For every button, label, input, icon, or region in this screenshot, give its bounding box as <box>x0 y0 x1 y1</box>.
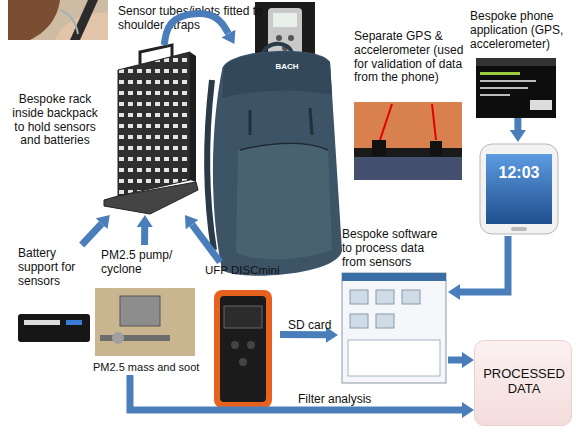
caption-text: BACH <box>267 62 307 71</box>
flow-arrow <box>192 225 220 262</box>
app-line <box>480 72 520 75</box>
caption-text: Bespoke rack inside backpack to hold sen… <box>12 93 98 148</box>
photo-panel: Bespoke rack inside backpack to hold sen… <box>12 45 200 215</box>
flow-arrow <box>460 236 508 292</box>
caption-text: 12:03 <box>480 164 558 182</box>
shirt <box>354 102 462 150</box>
backpack-body <box>213 51 342 276</box>
software-window <box>342 273 446 383</box>
caption-text: PM2.5 pump/ cyclone <box>101 249 181 277</box>
software-icon <box>402 290 420 304</box>
flow-arrow <box>82 224 102 245</box>
device-button <box>288 35 294 41</box>
backpack-zip <box>240 143 328 150</box>
software-icon <box>376 290 394 304</box>
flow-arrow <box>130 375 462 410</box>
hair <box>8 0 60 40</box>
belt <box>354 148 462 157</box>
battery-label <box>24 320 60 325</box>
app-bar <box>476 58 556 66</box>
flow-arrow <box>280 331 326 338</box>
sensor-device <box>268 8 302 58</box>
photo-panel: Bespoke software to process data from se… <box>338 228 448 386</box>
photo-panel: BACH <box>205 44 345 285</box>
caption-text: PM2.5 mass and soot <box>93 361 205 374</box>
window-title-bar <box>342 273 446 281</box>
rack-base <box>104 182 198 214</box>
photo-panel: Separate GPS & accelerometer (used for v… <box>352 30 464 182</box>
app-button <box>530 100 552 110</box>
jeans <box>354 156 462 180</box>
photo-panel: Battery support for sensors <box>12 245 94 347</box>
software-icon <box>376 314 394 328</box>
caption-text: Bespoke phone application (GPS, accelero… <box>470 10 574 51</box>
photo-panel: Sensor tubes/inlets fitted to shoulder s… <box>8 0 293 42</box>
device-screen <box>273 13 297 27</box>
phone-body <box>480 144 558 234</box>
edge-label: Filter analysis <box>298 392 371 406</box>
discmini-face <box>220 296 266 402</box>
discmini-button <box>231 341 239 349</box>
leader-line <box>380 104 392 140</box>
backpack-pocket <box>236 143 332 260</box>
photo-panel: PM2.5 pump/ cyclonePM2.5 mass and soot <box>93 245 205 375</box>
backpack-flap <box>222 52 332 98</box>
photo-background <box>354 102 462 180</box>
flow-arrow <box>514 118 521 130</box>
software-icon <box>350 314 368 328</box>
caption-text: Separate GPS & accelerometer (used for v… <box>354 30 464 85</box>
discmini-case <box>214 290 272 408</box>
flow-arrow <box>164 14 228 45</box>
shoulder-strap <box>70 0 98 40</box>
pump-box <box>120 296 160 326</box>
caption-text: Battery support for sensors <box>18 247 94 288</box>
sensor-tube <box>60 10 78 34</box>
app-line <box>480 80 536 82</box>
rack-handle <box>140 45 172 64</box>
accelerometer-unit <box>430 141 442 156</box>
discmini-button <box>239 358 247 366</box>
device-button <box>276 35 282 41</box>
backpack-strap <box>207 80 214 250</box>
rack-side <box>190 52 196 182</box>
battery <box>18 314 90 342</box>
battery-label <box>66 320 82 325</box>
photo-panel: Bespoke phone application (GPS, accelero… <box>466 8 574 118</box>
flow-arrow <box>141 227 148 245</box>
gps-unit <box>372 140 386 156</box>
photo-background <box>95 288 195 356</box>
backpack-strap <box>250 108 312 135</box>
edge-label: SD card <box>288 318 331 332</box>
caption-text: Sensor tubes/inlets fitted to shoulder s… <box>118 5 292 33</box>
discmini-screen <box>224 306 262 328</box>
photo-background <box>8 0 108 40</box>
phone-button <box>511 227 527 231</box>
photo-panel: 12:03 <box>468 142 568 236</box>
data-box: PROCESSED DATA <box>474 340 572 426</box>
app-screenshot <box>476 58 556 118</box>
app-line <box>480 87 528 89</box>
discmini-button <box>247 341 255 349</box>
caption-text: PROCESSED DATA <box>481 367 567 397</box>
rack-panel <box>118 52 190 196</box>
flow-arrow <box>448 356 462 363</box>
caption-text: Bespoke software to process data from se… <box>342 228 448 269</box>
leader-line <box>432 104 436 140</box>
app-line <box>480 94 510 96</box>
software-icon <box>350 290 368 304</box>
cyclone <box>112 332 124 344</box>
photo-panel: UFP DISCmini <box>205 262 280 410</box>
caption-text: UFP DISCmini <box>205 264 280 277</box>
software-log <box>348 340 440 376</box>
pump-tube <box>100 335 170 341</box>
